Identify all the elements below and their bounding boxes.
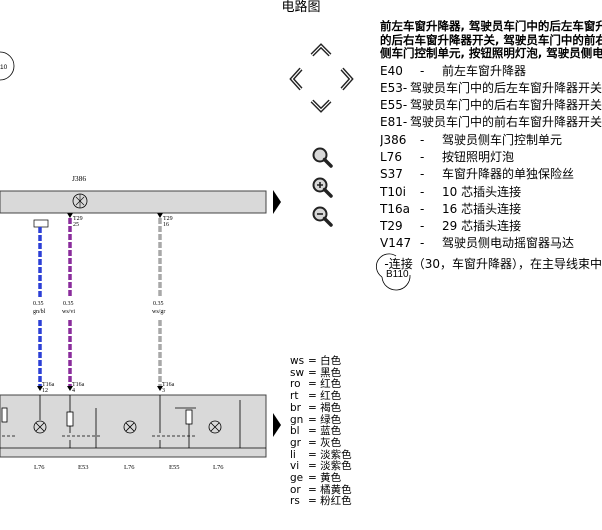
wire-0-bottom-pin: 12 [42, 388, 48, 394]
component-legend: 前左车窗升降器, 驾驶员车门中的后左车窗升降器开关 的后右车窗升降器开关, 驾驶… [380, 20, 602, 273]
svg-text:B110: B110 [386, 269, 409, 280]
page-right-arrow-icon-bottom[interactable] [273, 413, 281, 437]
wire-1-top-pin: 25 [73, 222, 79, 228]
legend-item: J386-驾驶员侧车门控制单元 [380, 132, 563, 147]
legend-item: -连接（30，车窗升降器），在主导线束中 [384, 256, 602, 271]
control-unit-label: J386 [72, 174, 86, 183]
legend-heading-0: 前左车窗升降器, 驾驶员车门中的后左车窗升降器开关 [380, 20, 602, 33]
legend-item: E81-驾驶员车门中的前右车窗升降器开关 [380, 115, 602, 130]
switch-panel [0, 394, 267, 458]
switch-panel-internals [0, 395, 266, 449]
wire-2-bottom-pin: 3 [162, 388, 165, 394]
page-title: 电路图 [281, 0, 321, 15]
pan-left-button[interactable] [288, 67, 304, 95]
wire-0-gauge: 0.35 [33, 301, 44, 307]
legend-heading-2: 侧车门控制单元, 按钮照明灯泡, 驾驶员侧电动摇窗器马达 [380, 46, 602, 60]
wire-1-gauge: 0.35 [63, 301, 74, 307]
wire-2-top-arrow [157, 213, 163, 218]
legend-item: L76-按钮照明灯泡 [380, 149, 515, 164]
legend-item: T29-29 芯插头连接 [380, 219, 522, 234]
bottom-label-4: L76 [213, 464, 224, 471]
color-key-item: br= 褐色 [290, 401, 342, 414]
chevron-left-icon [289, 67, 303, 91]
color-key-item: sw= 黑色 [290, 366, 342, 379]
color-key-item: ws= 白色 [290, 355, 342, 367]
wire-2-bottom-connector: T16a [162, 382, 175, 388]
bottom-label-2: L76 [124, 464, 135, 471]
zoom-fit-button[interactable] [311, 146, 333, 172]
wire-2-top-connector: T29 [163, 216, 173, 222]
zoom-out-icon [312, 206, 333, 227]
color-key-item: rt= 红色 [290, 390, 342, 403]
chevron-down-icon [310, 99, 332, 113]
wire-0-bottom-connector: T16a [42, 382, 55, 388]
svg-text:10: 10 [0, 64, 8, 71]
chevron-right-icon [340, 67, 354, 91]
wire-0-color: gn/bl [33, 309, 46, 315]
color-key-item: rs= 粉红色 [290, 495, 352, 508]
page-right-arrow-icon[interactable] [273, 190, 281, 214]
wire-2-top-pin: 16 [163, 222, 169, 228]
wire-1-top-connector: T29 [73, 216, 83, 222]
pan-down-button[interactable] [310, 98, 332, 118]
pan-right-button[interactable] [339, 67, 355, 95]
color-key-item: li= 淡紫色 [290, 448, 352, 461]
wire-2-color: ws/gr [152, 309, 165, 315]
left-reference-bubble: 10 [0, 51, 15, 81]
bottom-label-3: E55 [169, 464, 179, 471]
legend-item: S37-车窗升降器的单独保险丝 [380, 167, 575, 182]
zoom-in-icon [312, 177, 333, 198]
chevron-up-icon [310, 43, 332, 57]
wire-color-key: ws= 白色 sw= 黑色 ro= 红色 rt= 红色 br= 褐色 gn= 绿… [290, 355, 352, 508]
color-key-item: gr= 灰色 [290, 436, 342, 449]
legend-item: E55-驾驶员车门中的后右车窗升降器开关 [380, 98, 602, 113]
wire-1-bottom-connector: T16a [72, 382, 85, 388]
legend-item: V147-驾驶员侧电动摇窗器马达 [380, 236, 575, 251]
magnifier-icon [312, 147, 333, 168]
b110-bubble: B110 [376, 253, 411, 291]
wire-1-top-arrow [67, 213, 73, 218]
color-key-item: ro= 红色 [290, 378, 342, 391]
wire-0-top-connector [33, 219, 49, 228]
color-key-item: gn= 绿色 [290, 413, 342, 426]
wire-2-gauge: 0.35 [153, 301, 164, 307]
wire-1-bottom-pin: 4 [72, 388, 75, 394]
bottom-label-0: L76 [34, 464, 45, 471]
zoom-out-button[interactable] [311, 205, 333, 231]
legend-heading-1: 的后右车窗升降器开关, 驾驶员车门中的前右车窗升降器开关, 驾驶员 [380, 32, 602, 47]
color-key-item: or= 橘黄色 [290, 483, 352, 496]
pan-up-button[interactable] [310, 42, 332, 62]
legend-item: T10i-10 芯插头连接 [380, 184, 522, 199]
color-key-item: ge= 黄色 [290, 472, 342, 485]
legend-item: E53-驾驶员车门中的后左车窗升降器开关 [380, 80, 602, 95]
motor-symbol [72, 193, 88, 209]
zoom-in-button[interactable] [311, 176, 333, 202]
control-unit-panel [0, 190, 267, 214]
color-key-item: bl= 蓝色 [290, 425, 342, 438]
color-key-item: vi= 淡紫色 [290, 460, 352, 473]
bottom-label-1: E53 [78, 464, 88, 471]
legend-item: T16a-16 芯插头连接 [380, 201, 522, 216]
legend-item: E40-前左车窗升降器 [380, 63, 527, 78]
wire-1-color: ws/vi [62, 309, 75, 315]
